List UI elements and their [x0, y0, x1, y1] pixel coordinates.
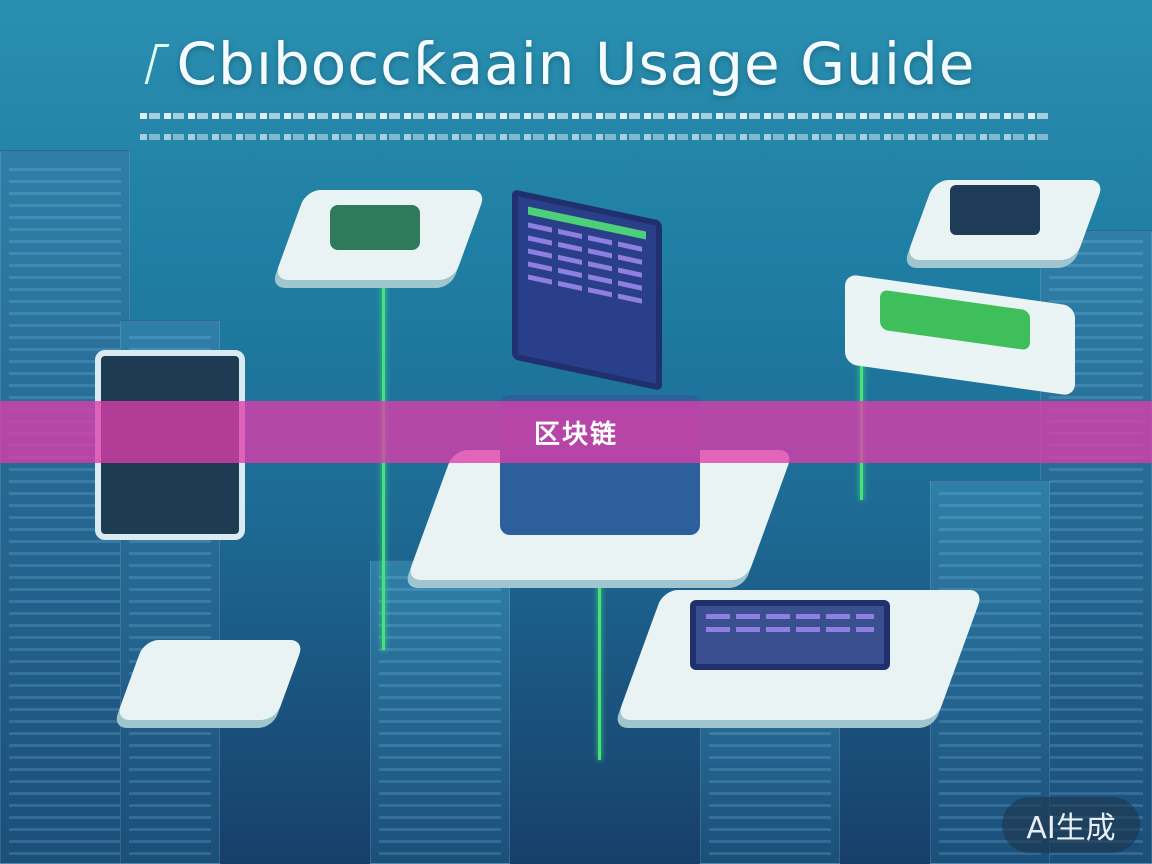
- device: [950, 185, 1040, 235]
- ai-generated-badge: AI生成: [1002, 797, 1140, 853]
- page-title: Cbıboccƙaain Usage Guide: [176, 30, 976, 98]
- building: [370, 560, 510, 864]
- monitor: [690, 600, 890, 670]
- banner-label: 区块链: [533, 419, 618, 450]
- monitor: [512, 189, 662, 391]
- subtitle-text-line: [140, 113, 1052, 119]
- platform: [115, 640, 305, 720]
- device: [330, 205, 420, 250]
- light-beam: [598, 560, 601, 760]
- light-beam: [860, 300, 863, 500]
- title-banner: 区块链: [0, 401, 1152, 463]
- subtitle-text-line: [140, 134, 1052, 140]
